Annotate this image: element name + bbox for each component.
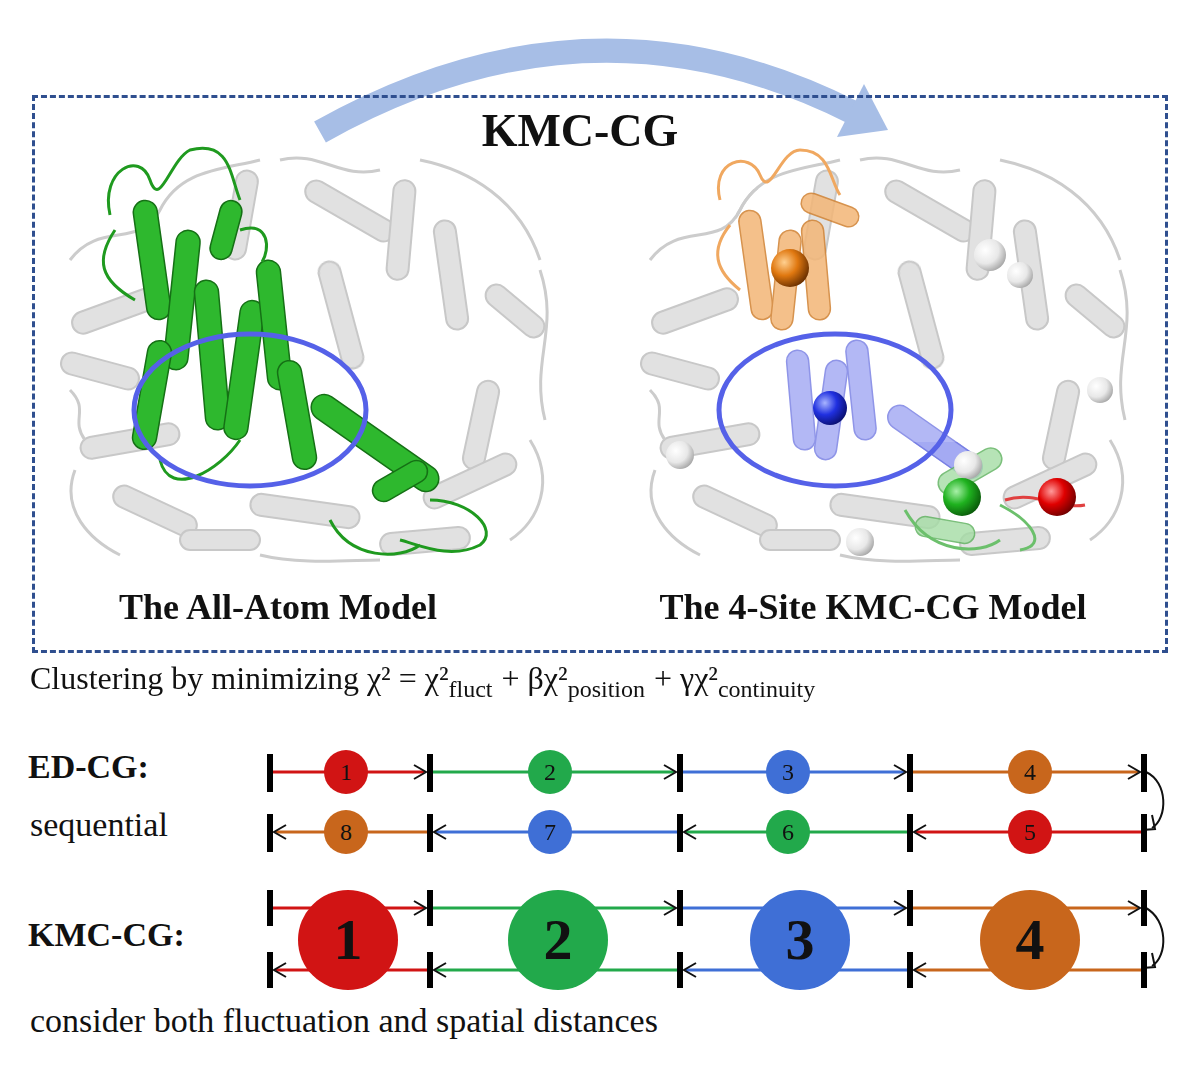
caption-note: consider both fluctuation and spatial di… — [30, 1002, 658, 1040]
equation-term: Clustering by minimizing χ² = χ² — [30, 660, 449, 697]
model-label: The 4-Site KMC-CG Model — [660, 586, 1087, 628]
cluster-circle: 5 — [1008, 810, 1052, 854]
model-label: The All-Atom Model — [119, 586, 437, 628]
cluster-circle: 7 — [528, 810, 572, 854]
figure-title: KMC-CG — [482, 104, 679, 157]
cluster-number: 2 — [544, 760, 556, 784]
cluster-circle: 4 — [980, 890, 1080, 990]
track-subtitle: sequential — [30, 806, 168, 844]
objective-equation: Clustering by minimizing χ² = χ²fluct+ β… — [30, 660, 815, 697]
cluster-number: 1 — [340, 760, 352, 784]
equation-term: + γχ² — [654, 660, 718, 697]
cluster-circle: 3 — [750, 890, 850, 990]
equation-subscript: fluct — [449, 676, 493, 703]
cluster-number: 8 — [340, 820, 352, 844]
equation-subscript: position — [568, 676, 645, 703]
equation-term: + βχ² — [502, 660, 568, 697]
cluster-circle: 6 — [766, 810, 810, 854]
cluster-circle: 2 — [528, 750, 572, 794]
cluster-number: 1 — [334, 911, 363, 969]
cluster-circle: 8 — [324, 810, 368, 854]
cluster-number: 2 — [544, 911, 573, 969]
cluster-number: 6 — [782, 820, 794, 844]
equation-subscript: continuity — [718, 676, 815, 703]
cluster-number: 5 — [1024, 820, 1036, 844]
dashed-frame: The All-Atom Model The 4-Site KMC-CG Mode… — [32, 95, 1168, 653]
track-title: KMC-CG: — [28, 916, 185, 954]
cluster-number: 7 — [544, 820, 556, 844]
cluster-circle: 4 — [1008, 750, 1052, 794]
cluster-number: 4 — [1024, 760, 1036, 784]
cluster-number: 3 — [786, 911, 815, 969]
track-title: ED-CG: — [28, 748, 149, 786]
cluster-number: 3 — [782, 760, 794, 784]
cluster-number: 4 — [1016, 911, 1045, 969]
cluster-circle: 2 — [508, 890, 608, 990]
cluster-circle: 3 — [766, 750, 810, 794]
cluster-circle: 1 — [298, 890, 398, 990]
cluster-circle: 1 — [324, 750, 368, 794]
